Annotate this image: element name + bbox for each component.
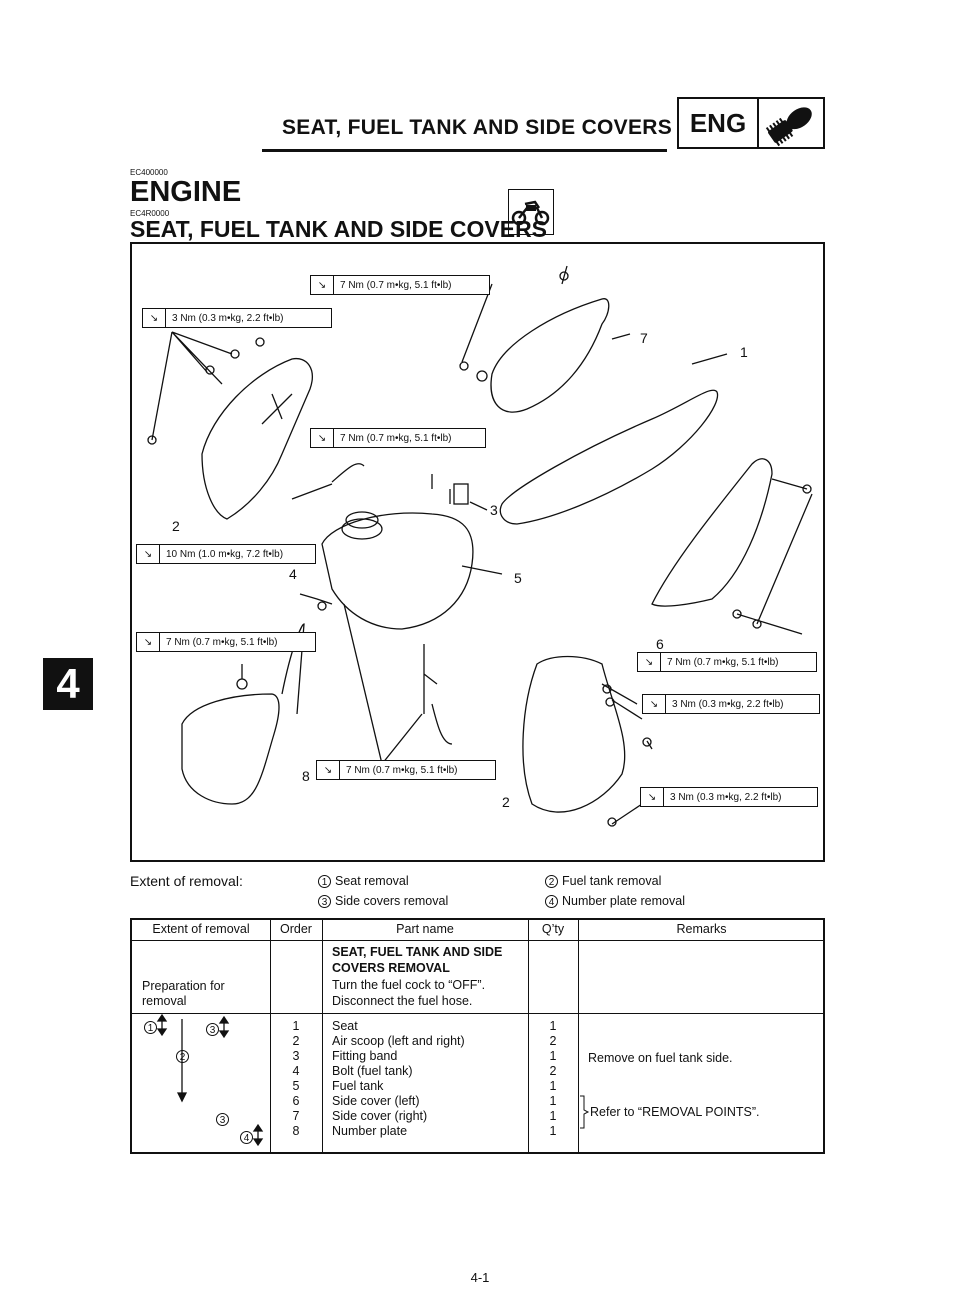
callout-number: 8 — [302, 768, 310, 784]
removal-table: Extent of removal Order Part name Q’ty R… — [130, 918, 825, 1154]
chapter-title: ENGINE — [130, 176, 242, 208]
page-header-title: SEAT, FUEL TANK AND SIDE COVERS — [282, 116, 673, 139]
col-header: Part name — [396, 922, 454, 936]
section-heading: SEAT, FUEL TANK AND SIDE COVERS — [130, 216, 548, 242]
motorcycle-icon — [508, 189, 554, 235]
wrench-icon: ↘ — [137, 633, 160, 651]
extent-marker: 3 — [206, 1023, 219, 1036]
extent-marker: 3 — [216, 1113, 229, 1126]
torque-label: ↘3 Nm (0.3 m•kg, 2.2 ft•lb) — [642, 694, 820, 714]
extent-marker: 4 — [240, 1131, 253, 1144]
callout-number: 1 — [740, 344, 748, 360]
prep-extent: Preparation for — [142, 979, 225, 993]
torque-label: ↘3 Nm (0.3 m•kg, 2.2 ft•lb) — [142, 308, 332, 328]
torque-label: ↘7 Nm (0.7 m•kg, 5.1 ft•lb) — [637, 652, 817, 672]
exploded-diagram: ↘7 Nm (0.7 m•kg, 5.1 ft•lb) ↘3 Nm (0.3 m… — [130, 242, 825, 862]
prep-extent: removal — [142, 994, 187, 1008]
extent-label: Extent of removal: — [130, 873, 243, 889]
wrench-icon: ↘ — [638, 653, 661, 671]
wrench-icon: ↘ — [137, 545, 160, 563]
col-header: Remarks — [676, 922, 727, 936]
eng-badge-label: ENG — [679, 99, 759, 147]
callout-number: 6 — [656, 636, 664, 652]
section-code: EC400000 — [130, 168, 168, 177]
wrench-icon: ↘ — [311, 429, 334, 447]
prep-step: Turn the fuel cock to “OFF”. — [332, 978, 486, 992]
eng-badge: ENG — [677, 97, 825, 149]
wrench-icon: ↘ — [311, 276, 334, 294]
extent-marker: 2 — [176, 1050, 189, 1063]
col-header: Order — [280, 922, 312, 936]
extent-marker: 1 — [144, 1021, 157, 1034]
wrench-icon: ↘ — [641, 788, 664, 806]
prep-title: SEAT, FUEL TANK AND SIDE — [332, 945, 503, 959]
header-rule — [262, 149, 667, 152]
page-number: 4-1 — [470, 1270, 490, 1285]
callout-number: 2 — [502, 794, 510, 810]
torque-label: ↘7 Nm (0.7 m•kg, 5.1 ft•lb) — [136, 632, 316, 652]
torque-label: ↘7 Nm (0.7 m•kg, 5.1 ft•lb) — [310, 275, 490, 295]
remark: Remove on fuel tank side. — [588, 1051, 733, 1065]
engine-piston-icon — [765, 107, 812, 147]
remark: Refer to “REMOVAL POINTS”. — [590, 1105, 760, 1119]
prep-title: COVERS REMOVAL — [332, 961, 450, 975]
chapter-tab: 4 — [43, 658, 93, 710]
parts-illustration — [147, 265, 813, 827]
callout-number: 7 — [640, 330, 648, 346]
wrench-icon: ↘ — [643, 695, 666, 713]
torque-label: ↘3 Nm (0.3 m•kg, 2.2 ft•lb) — [640, 787, 818, 807]
callout-number: 4 — [289, 566, 297, 582]
torque-label: ↘7 Nm (0.7 m•kg, 5.1 ft•lb) — [310, 428, 486, 448]
torque-label: ↘10 Nm (1.0 m•kg, 7.2 ft•lb) — [136, 544, 316, 564]
wrench-icon: ↘ — [143, 309, 166, 327]
callout-number: 3 — [490, 502, 498, 518]
subsection-code: EC4R0000 — [130, 209, 170, 218]
col-header: Extent of removal — [152, 922, 250, 936]
callout-number: 5 — [514, 570, 522, 586]
col-header: Q’ty — [541, 922, 565, 936]
callout-number: 2 — [172, 518, 180, 534]
prep-step: Disconnect the fuel hose. — [332, 994, 473, 1008]
torque-label: ↘7 Nm (0.7 m•kg, 5.1 ft•lb) — [316, 760, 496, 780]
brace — [580, 1095, 590, 1129]
wrench-icon: ↘ — [317, 761, 340, 779]
